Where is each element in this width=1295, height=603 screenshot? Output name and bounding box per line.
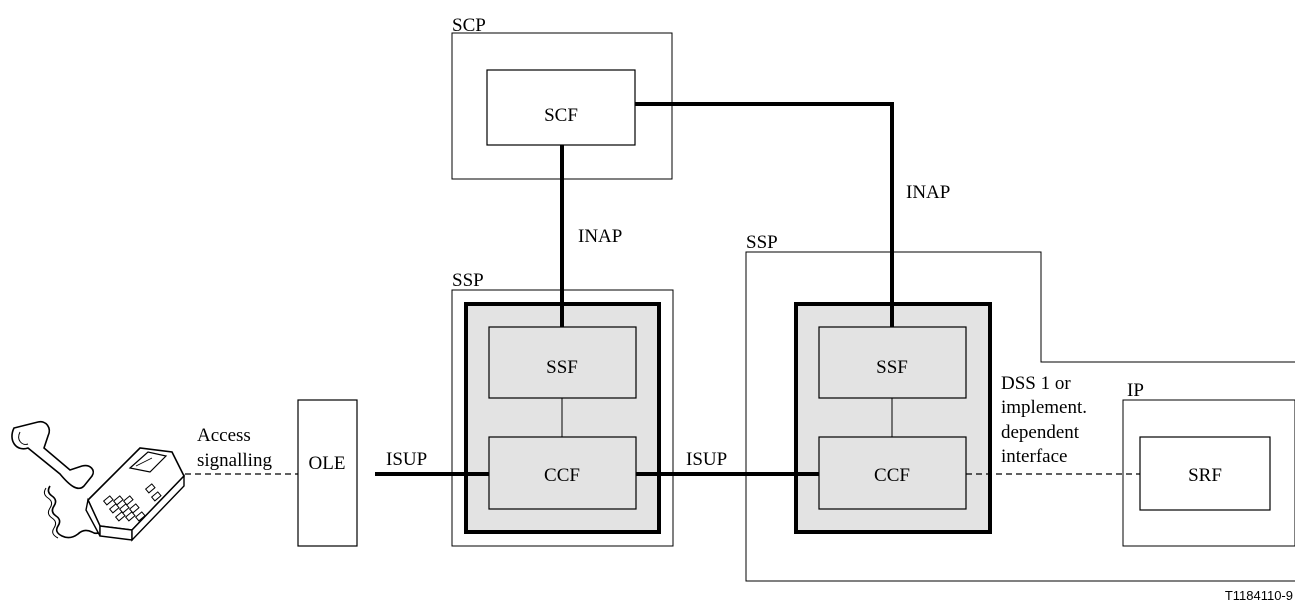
telephone-icon	[11, 420, 185, 542]
access-signalling-label-line1: Access	[197, 425, 251, 446]
ssf-right-label: SSF	[876, 357, 908, 378]
scp-label: SCP	[452, 15, 486, 36]
inap-right-label: INAP	[906, 182, 950, 203]
ssp-left-label: SSP	[452, 270, 484, 291]
ole-label: OLE	[309, 453, 346, 474]
ole-box	[297, 399, 358, 547]
isup-right-label: ISUP	[686, 449, 727, 470]
scf-label: SCF	[544, 105, 578, 126]
access-signalling-label-line2: signalling	[197, 450, 272, 471]
srf-box	[1139, 436, 1271, 511]
ccf-left-label: CCF	[544, 465, 580, 486]
dss1-label-line4: interface	[1001, 446, 1067, 467]
figure-id: T1184110-9	[1225, 588, 1293, 603]
dss1-label-line3: dependent	[1001, 422, 1080, 443]
isup-left-label: ISUP	[386, 449, 427, 470]
ip-label: IP	[1127, 380, 1144, 401]
srf-label: SRF	[1188, 465, 1222, 486]
ccf-right-label: CCF	[874, 465, 910, 486]
ssf-left-label: SSF	[546, 357, 578, 378]
dss1-label-line2: implement.	[1001, 397, 1087, 418]
inap-left-label: INAP	[578, 226, 622, 247]
ssp-right-label: SSP	[746, 232, 778, 253]
ccf-right-box	[818, 436, 967, 510]
ssf-left-box	[488, 326, 637, 399]
inap-right-link	[635, 102, 894, 327]
dss1-label-line1: DSS 1 or	[1001, 373, 1071, 394]
ip-container	[1122, 399, 1295, 547]
